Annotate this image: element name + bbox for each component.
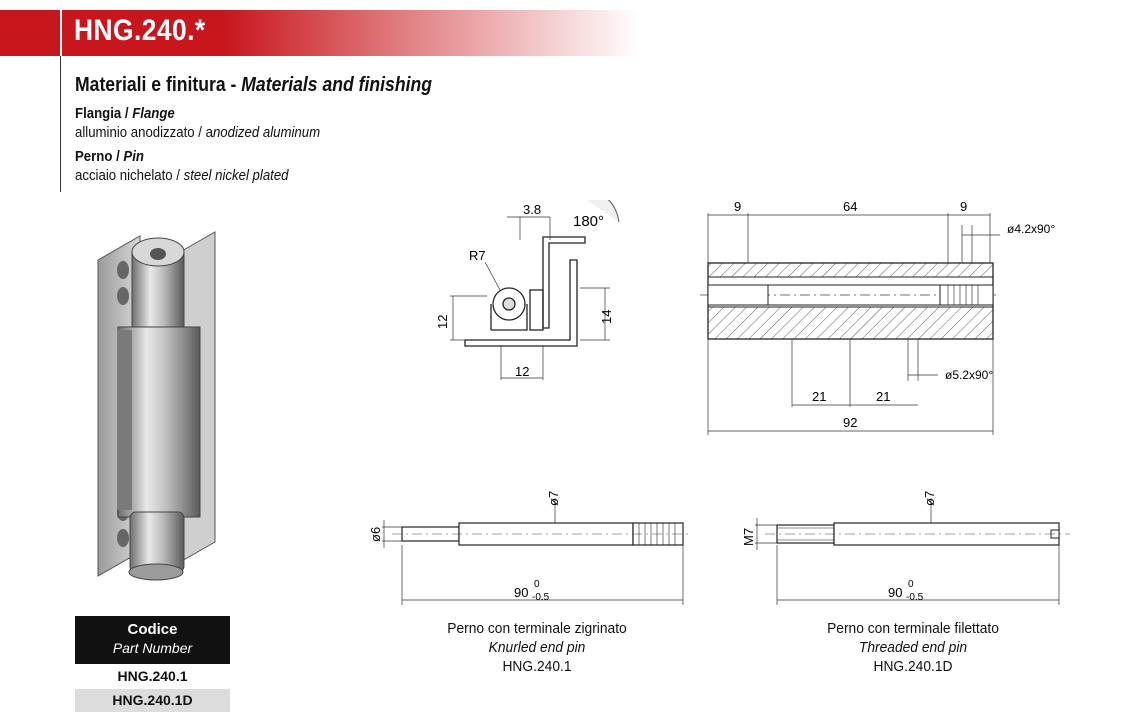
flange-label-it: Flangia / [75, 105, 133, 122]
page-title: HNG.240.* [74, 14, 206, 47]
hole-icon [117, 287, 129, 305]
pin-text-en: steel nickel plated [183, 167, 289, 184]
section-dim-left: 9 [734, 199, 741, 214]
materials-heading-en: Materials and finishing [241, 74, 432, 96]
side-pin-circle [502, 297, 516, 311]
flange-material: alluminio anodizzato / anodized aluminum [75, 124, 320, 141]
section-pin-head [707, 284, 769, 306]
codes-table-row: HNG.240.1D [75, 689, 230, 712]
pin-hole-icon [150, 248, 166, 260]
header-band [0, 10, 640, 56]
side-dim-right: 14 [599, 310, 614, 324]
flange-text-it: alluminio anodizzato / a [75, 124, 213, 141]
side-base-plate [464, 259, 578, 347]
section-hole-bottom: ø5.2x90° [945, 368, 993, 382]
threaded-code: HNG.240.1D [873, 658, 953, 675]
left-rule [60, 56, 61, 192]
knurled-code: HNG.240.1 [502, 658, 572, 675]
section-dim-right: 9 [960, 199, 967, 214]
pin-label-it: Perno / [75, 148, 124, 165]
section-dim-a: 21 [812, 389, 826, 404]
threaded-caption-it: Perno con terminale filettato [827, 620, 999, 637]
side-knuckle-base [490, 304, 528, 331]
knurled-pin-shank [401, 526, 460, 542]
section-dim-mid: 64 [843, 199, 857, 214]
codes-table-header: Codice Part Number [75, 616, 230, 664]
knurled-length: 90 [514, 585, 528, 600]
knurled-caption-it: Perno con terminale zigrinato [447, 620, 627, 637]
threaded-length: 90 [888, 585, 902, 600]
knuckle-bottom [128, 563, 184, 581]
side-flange [542, 236, 586, 329]
threaded-pin-drawing: M7 ø7 90 0 -0.5 [741, 491, 1070, 605]
side-rotation-label: 180° [573, 213, 604, 230]
section-bottom-hatch [707, 306, 994, 340]
flange-label-en: Flange [132, 105, 175, 122]
codes-header-en: Part Number [112, 640, 193, 656]
hinge-render [97, 231, 216, 581]
header-divider [60, 10, 62, 56]
section-pin-knurl [939, 284, 994, 306]
section-top-hatch [707, 262, 994, 278]
threaded-tol-lower: -0.5 [906, 592, 924, 603]
knurled-dia-left: ø6 [368, 527, 383, 542]
materials-heading-it: Materiali e finitura - [75, 74, 242, 96]
threaded-dia-top: ø7 [922, 491, 937, 506]
flange-text-en: nodized aluminum [212, 124, 321, 141]
section-dim-total: 92 [843, 415, 857, 430]
side-dim-bottom: 12 [515, 364, 529, 379]
pin-material: acciaio nichelato / steel nickel plated [75, 167, 289, 184]
knurled-caption-en: Knurled end pin [488, 639, 586, 656]
hole-icon [117, 529, 129, 547]
side-dim-top: 3.8 [523, 202, 541, 217]
codes-header-it: Codice [127, 621, 178, 638]
side-radius-label: R7 [469, 248, 486, 263]
section-view-drawing: 9 64 9 ø4.2x90° ø5.2x90° 21 21 92 [700, 199, 1055, 435]
side-insert [529, 289, 544, 331]
knurled-caption: Perno con terminale zigrinato Knurled en… [422, 619, 652, 676]
threaded-caption-en: Threaded end pin [858, 639, 968, 656]
flange-heading: Flangia / Flange [75, 105, 175, 122]
pin-heading: Perno / Pin [75, 148, 144, 165]
side-view-drawing: 3.8 180° R7 12 14 12 [435, 200, 620, 380]
section-hole-top: ø4.2x90° [1007, 222, 1055, 236]
side-dim-left: 12 [435, 315, 450, 329]
pin-label-en: Pin [123, 148, 144, 165]
barrel-flange [118, 330, 132, 510]
materials-heading: Materiali e finitura - Materials and fin… [75, 74, 432, 97]
lower-knuckle [129, 511, 185, 573]
knurled-pin-drawing: ø6 ø7 90 0 -0.5 [368, 491, 692, 605]
threaded-tol-upper: 0 [908, 579, 914, 590]
pin-text-it: acciaio nichelato / [75, 167, 184, 184]
knurled-dia-top: ø7 [546, 491, 561, 506]
side-knuckle [492, 287, 526, 321]
threaded-dia-left: M7 [741, 528, 756, 546]
codes-table-row: HNG.240.1 [75, 665, 230, 688]
knurled-tol-upper: 0 [534, 579, 540, 590]
hole-icon [117, 261, 129, 279]
knurled-tol-lower: -0.5 [532, 592, 550, 603]
threaded-caption: Perno con terminale filettato Threaded e… [798, 619, 1028, 676]
section-dim-b: 21 [876, 389, 890, 404]
